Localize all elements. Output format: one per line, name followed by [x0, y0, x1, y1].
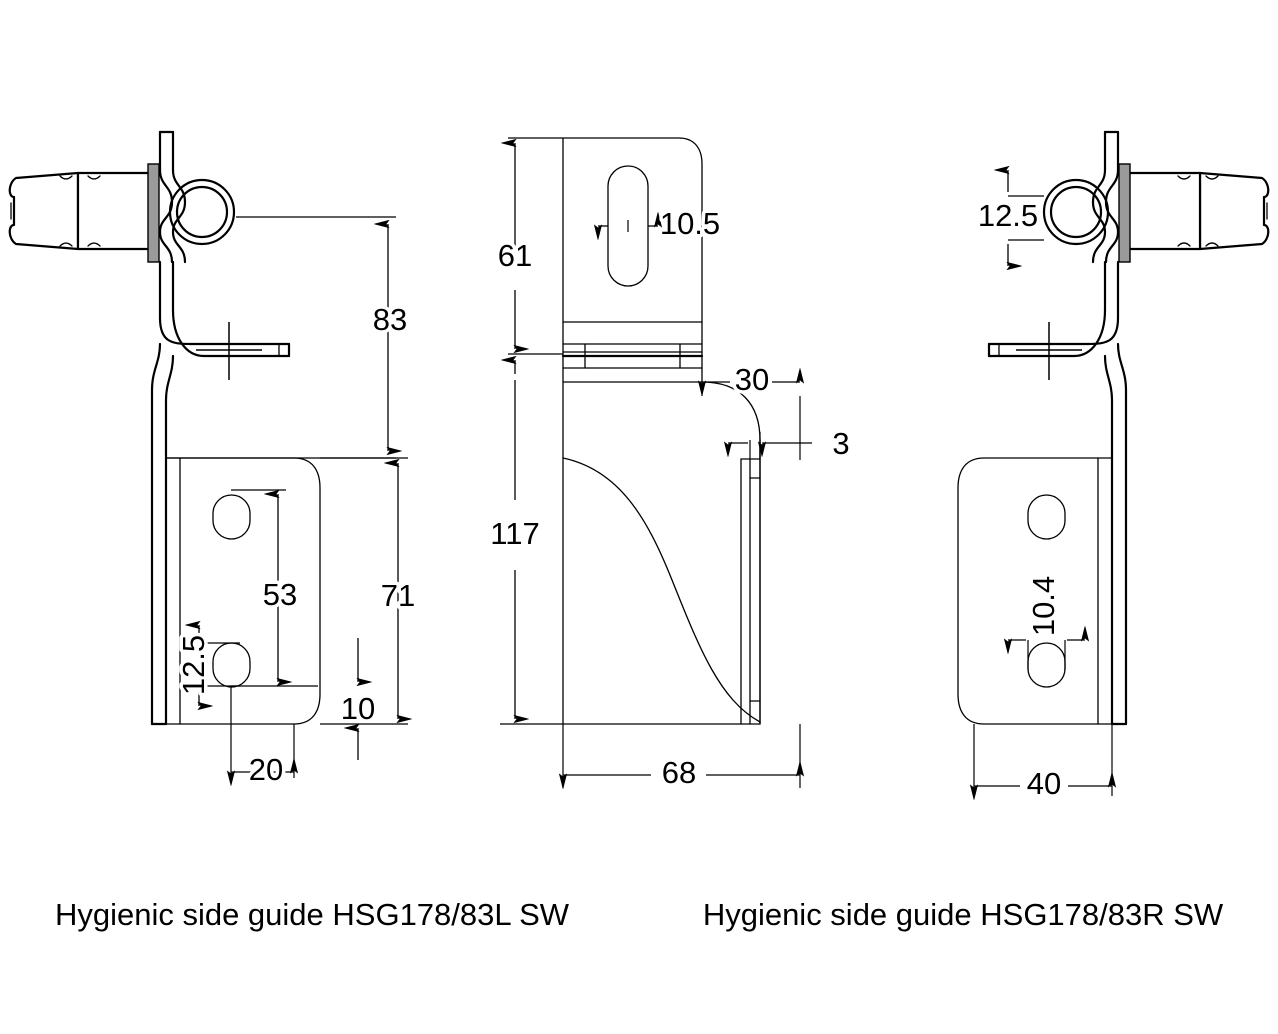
caption-right: Hygienic side guide HSG178/83R SW: [703, 897, 1224, 932]
dim-label-83: 83: [373, 302, 407, 337]
right-view-bracket: [987, 308, 1128, 726]
right-view-wave-washer: [1118, 163, 1131, 263]
dim-label-40: 40: [1027, 766, 1061, 801]
right-view-clamp-collar: [1091, 130, 1120, 320]
dim-label-68: 68: [662, 755, 696, 790]
middle-view-clamp-band: [561, 321, 704, 383]
left-view: 83 71 53 12.5: [8, 130, 419, 791]
dim-label-3: 3: [832, 426, 849, 461]
left-view-dim-71: 71: [320, 457, 419, 725]
dim-label-20: 20: [249, 752, 283, 787]
left-view-clamp-collar: [158, 130, 187, 320]
middle-view-dim-30: 30: [702, 359, 800, 460]
dim-label-71: 71: [381, 578, 415, 613]
left-view-dim-12-5: 12.5: [173, 625, 240, 706]
right-view-knob: [1124, 171, 1270, 251]
dim-label-117: 117: [490, 516, 539, 551]
dim-label-10-5: 10.5: [660, 206, 720, 241]
left-view-dim-20: 20: [231, 686, 294, 791]
left-view-knob: [8, 171, 154, 251]
right-view-dim-12-5: 12.5: [974, 170, 1044, 266]
dim-label-12-5-left: 12.5: [176, 635, 211, 695]
middle-view-dim-61: 61: [494, 137, 563, 374]
left-view-dim-83: 83: [166, 216, 411, 459]
left-view-dim-53: 53: [231, 489, 318, 687]
dim-label-61: 61: [498, 238, 532, 273]
right-view: 12.5 10.4 40: [957, 130, 1270, 805]
caption-left: Hygienic side guide HSG178/83L SW: [55, 897, 570, 932]
right-view-dim-10-4: 10.4: [1008, 572, 1085, 670]
dim-label-10-4: 10.4: [1026, 576, 1061, 636]
dim-label-53: 53: [263, 577, 297, 612]
middle-view: 61 117 10.5 30: [487, 137, 853, 794]
middle-view-dim-3: 3: [728, 423, 853, 465]
dim-label-10: 10: [341, 691, 375, 726]
right-view-clamp-ring: [1042, 178, 1110, 246]
right-view-dim-40: 40: [974, 724, 1112, 805]
right-view-mounting-plate: [957, 457, 1113, 725]
middle-view-edge-strips: [740, 439, 761, 725]
middle-view-dim-10-5: 10.5: [598, 203, 724, 245]
middle-view-dim-117: 117: [487, 380, 563, 725]
dim-label-30: 30: [735, 362, 769, 397]
left-view-wave-washer: [147, 163, 160, 263]
left-view-bracket: [150, 308, 291, 726]
middle-view-dim-68: 68: [563, 724, 800, 794]
left-view-dim-10: 10: [337, 638, 379, 760]
left-view-clamp-ring: [168, 178, 236, 246]
dim-label-12-5-right: 12.5: [978, 198, 1038, 233]
